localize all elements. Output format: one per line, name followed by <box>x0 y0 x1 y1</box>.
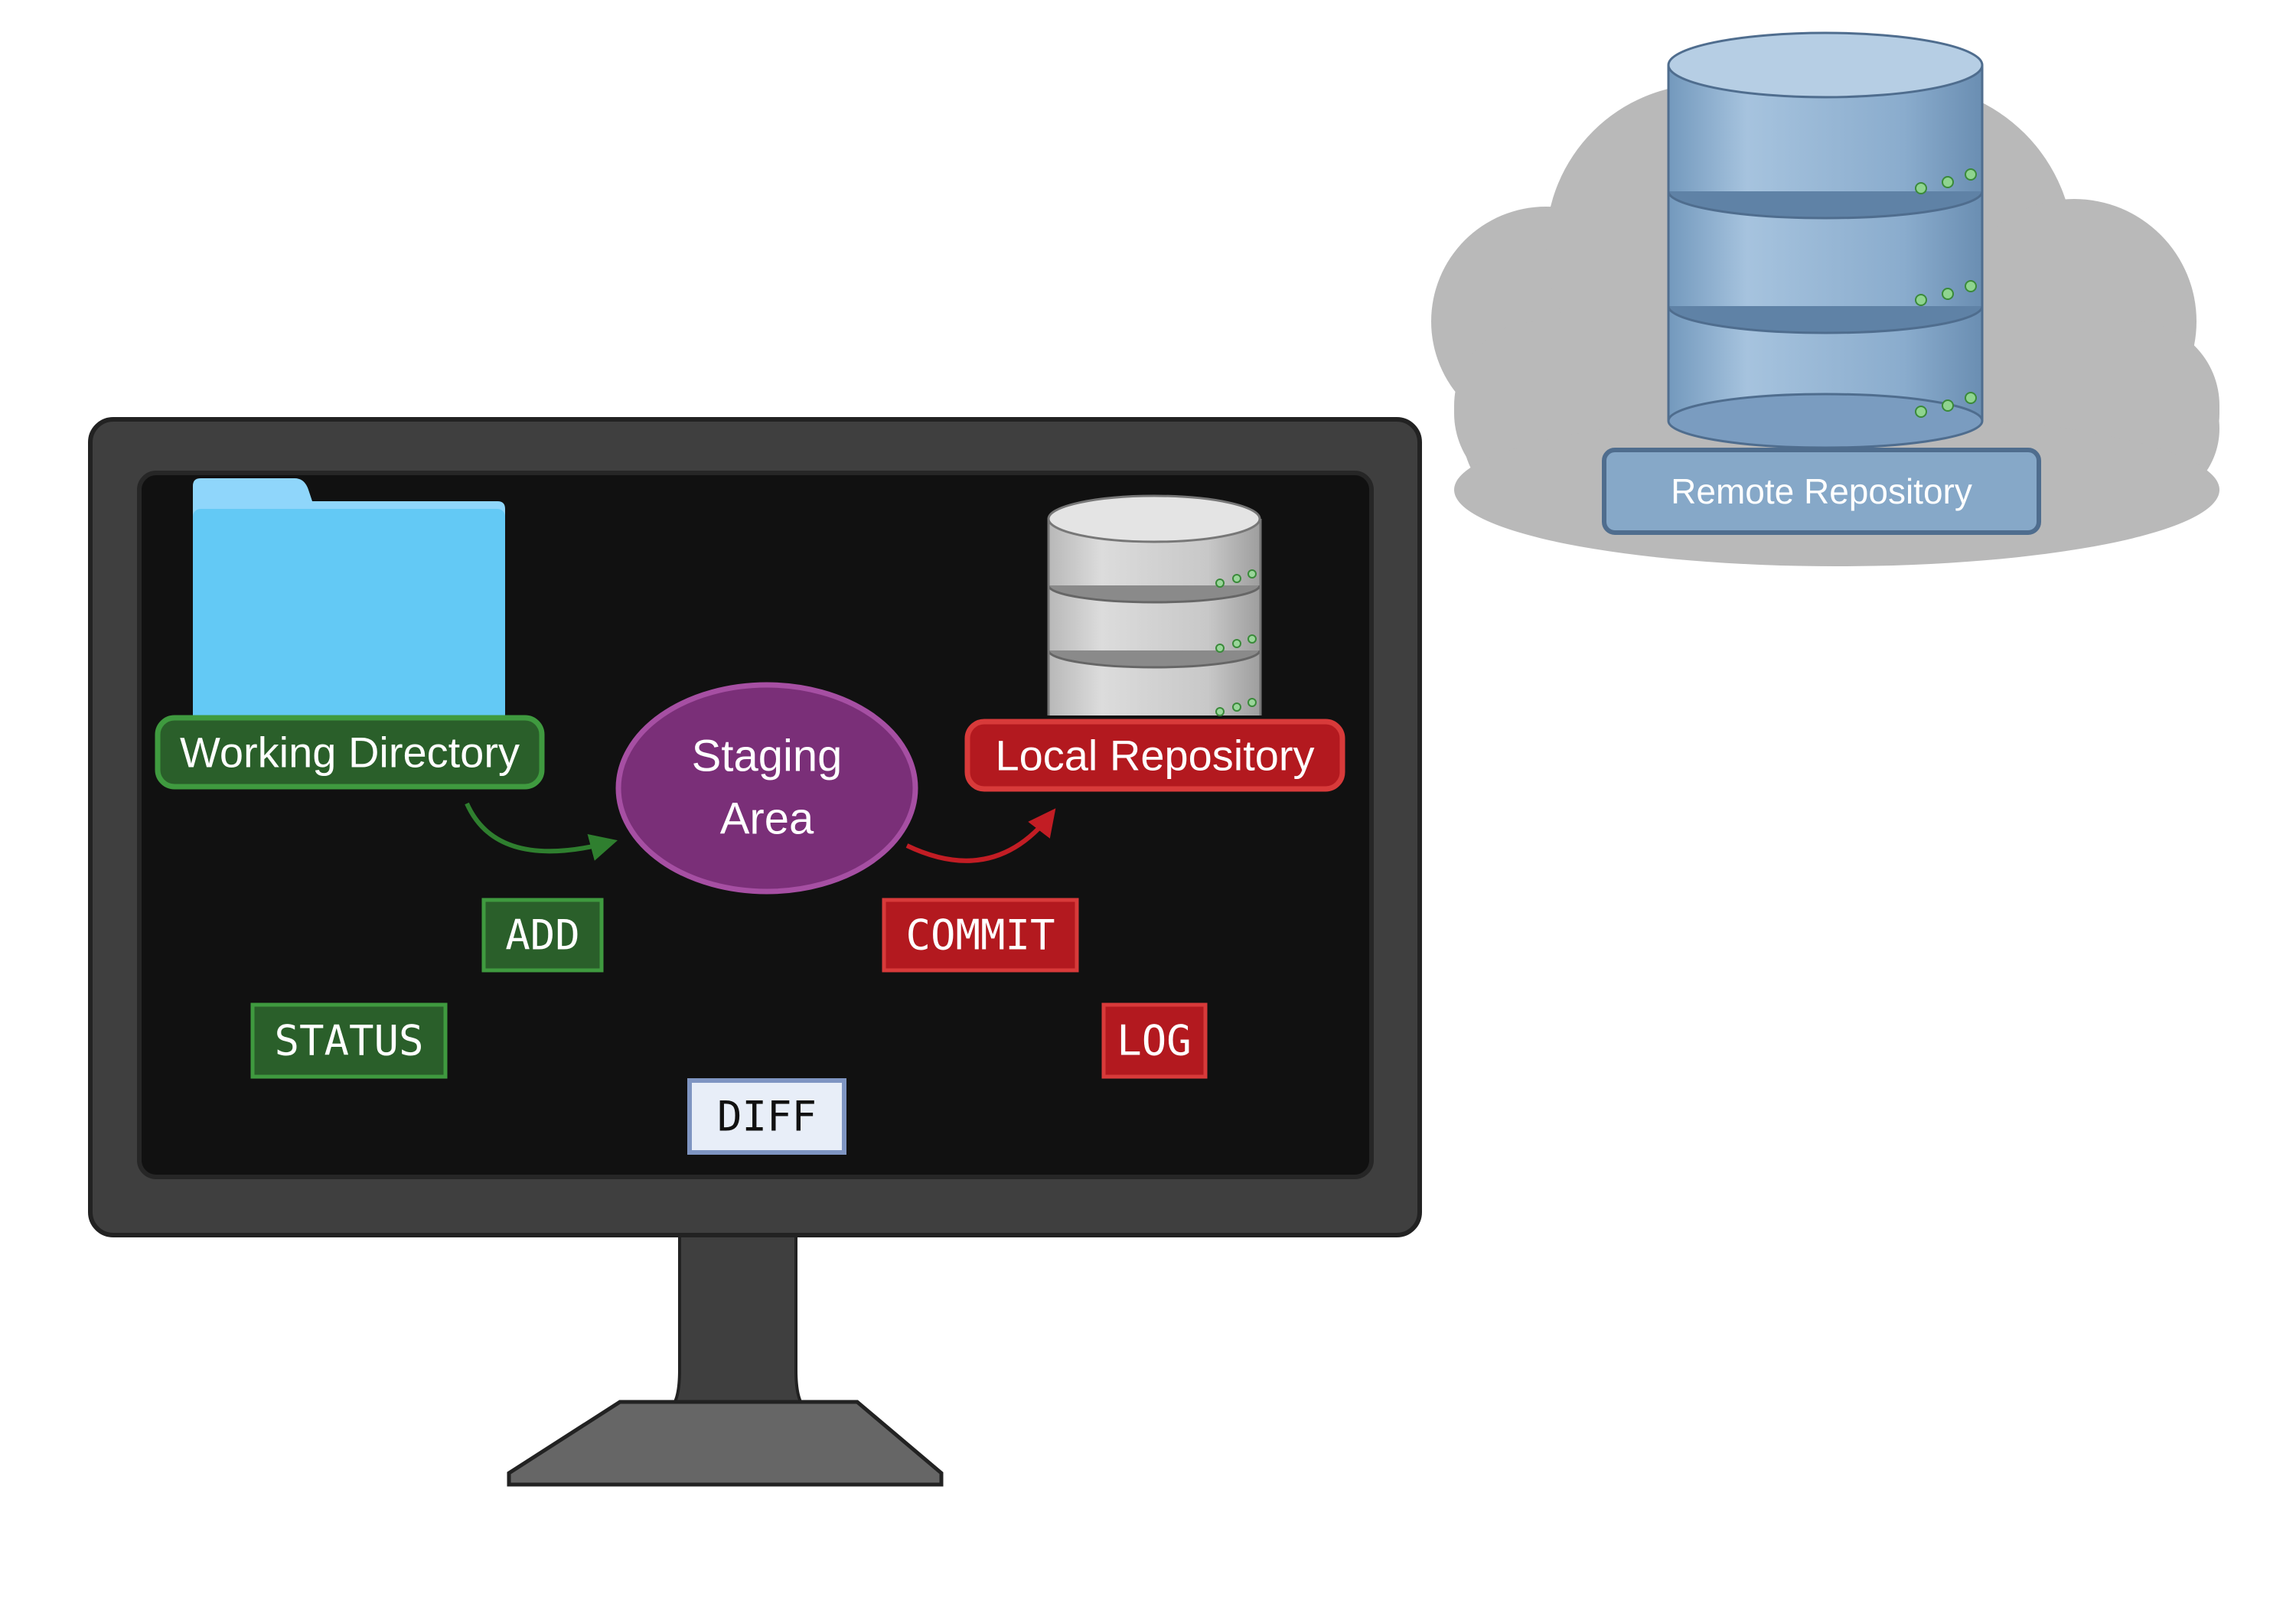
staging-area-text-line1: Staging <box>692 732 843 781</box>
status-command-text: STATUS <box>274 1017 423 1065</box>
local-repository-text: Local Repository <box>995 732 1314 780</box>
staging-area-node: Staging Area <box>615 682 918 895</box>
local-repository-label: Local Repository <box>964 719 1345 792</box>
remote-database-icon <box>1667 31 1984 449</box>
remote-repository-text: Remote Repository <box>1671 471 1972 511</box>
status-command-badge: STATUS <box>250 1002 448 1079</box>
working-directory-text: Working Directory <box>180 729 520 777</box>
diff-command-text: DIFF <box>717 1093 817 1141</box>
add-command-badge: ADD <box>481 898 604 973</box>
log-command-badge: LOG <box>1101 1002 1208 1079</box>
remote-repository-label: Remote Repository <box>1602 448 2041 535</box>
log-command-text: LOG <box>1117 1017 1192 1065</box>
commit-command-text: COMMIT <box>905 911 1055 960</box>
folder-icon <box>193 478 505 731</box>
working-directory-label: Working Directory <box>155 715 545 790</box>
add-command-text: ADD <box>505 911 580 960</box>
commit-command-badge: COMMIT <box>882 898 1079 973</box>
diff-command-badge: DIFF <box>687 1078 846 1155</box>
staging-area-text-line2: Area <box>720 794 814 844</box>
commit-arrow <box>905 808 1056 863</box>
local-database-icon <box>1047 494 1262 716</box>
add-arrow <box>465 802 618 861</box>
